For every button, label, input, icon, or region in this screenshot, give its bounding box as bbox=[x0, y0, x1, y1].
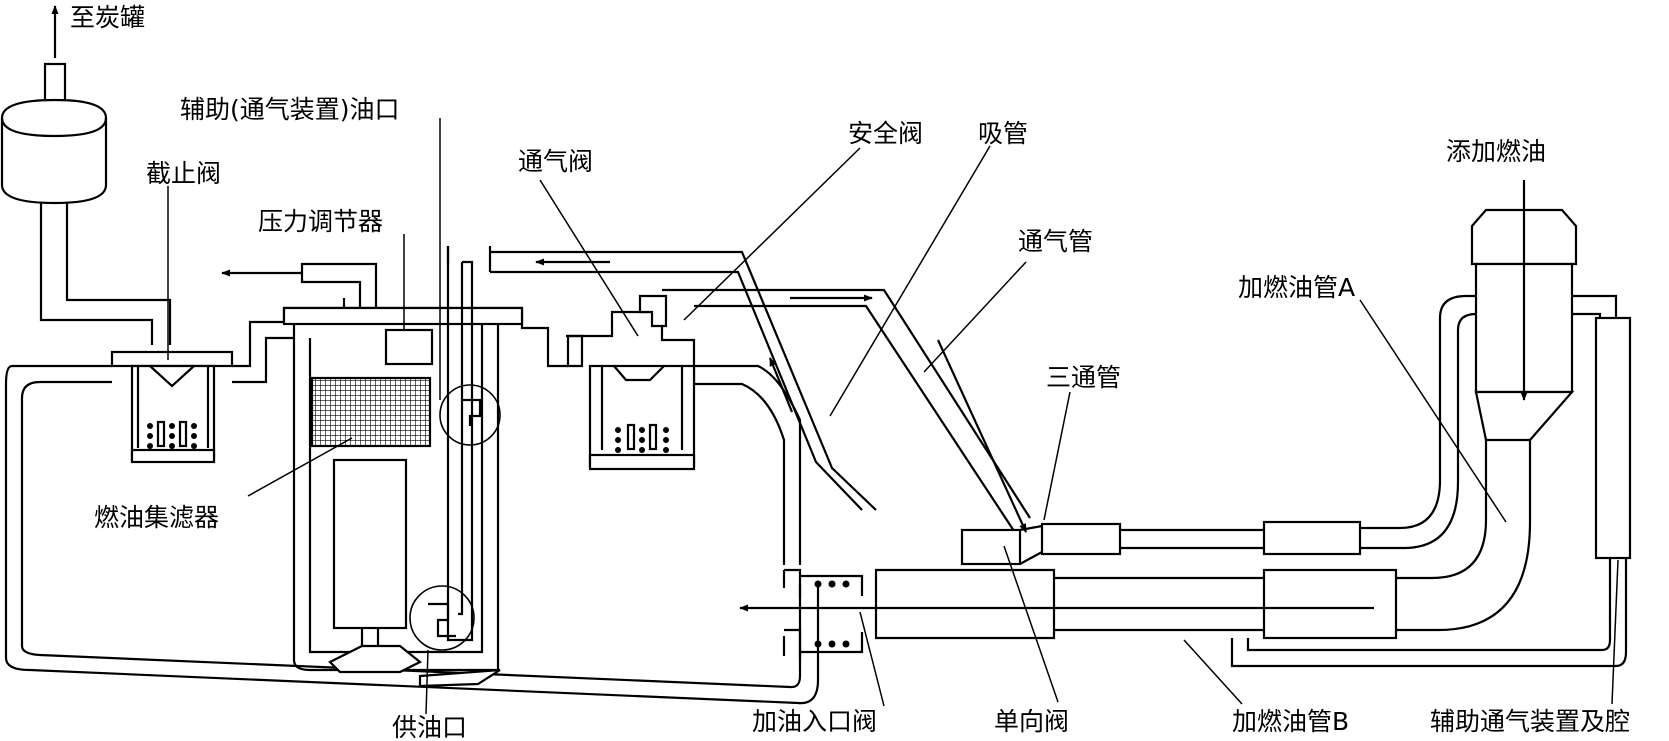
label-cutoff-valve: 截止阀 bbox=[146, 159, 221, 188]
aux-port-circle bbox=[439, 384, 501, 446]
label-vent-pipe: 通气管 bbox=[1018, 227, 1093, 256]
label-filler-inlet-valve: 加油入口阀 bbox=[752, 707, 877, 736]
label-add-fuel: 添加燃油 bbox=[1446, 137, 1546, 166]
aux-vent-chamber bbox=[1594, 316, 1632, 560]
label-aux-vent-port: 辅助(通气装置)油口 bbox=[180, 95, 400, 124]
fuel-strainer-mesh bbox=[310, 376, 432, 448]
check-valve-body bbox=[960, 528, 1022, 566]
label-safety-valve: 安全阀 bbox=[848, 119, 923, 148]
vent-valve bbox=[566, 294, 696, 471]
canister-line bbox=[0, 5, 172, 345]
leader-lines bbox=[167, 118, 1619, 715]
label-suction-pipe: 吸管 bbox=[978, 119, 1028, 148]
labels: 至炭罐 辅助(通气装置)油口 截止阀 压力调节器 通气阀 安全阀 吸管 通气管 … bbox=[70, 3, 1630, 741]
label-vent-valve: 通气阀 bbox=[518, 147, 593, 176]
fuel-tank bbox=[4, 306, 820, 705]
tee-pipe-body bbox=[1040, 522, 1122, 556]
label-tee-pipe: 三通管 bbox=[1046, 363, 1121, 392]
cutoff-valve bbox=[110, 350, 234, 464]
label-fuel-strainer: 燃油集滤器 bbox=[94, 503, 219, 532]
fuel-pump-body bbox=[332, 458, 408, 630]
label-aux-vent-device: 辅助通气装置及腔 bbox=[1430, 707, 1630, 736]
fuel-pump-module bbox=[221, 246, 524, 688]
label-supply-port: 供油口 bbox=[392, 713, 467, 741]
label-to-canister: 至炭罐 bbox=[70, 3, 145, 32]
pressure-regulator-box bbox=[384, 328, 434, 366]
filler-neck bbox=[1470, 180, 1578, 442]
label-check-valve: 单向阀 bbox=[994, 707, 1069, 736]
label-pressure-regulator: 压力调节器 bbox=[258, 207, 383, 236]
canister-outlet-stub bbox=[43, 62, 67, 104]
vent-flow-arrow-down bbox=[937, 339, 1027, 533]
suction-flow-arrow-up bbox=[768, 357, 794, 413]
label-filler-pipe-b: 加燃油管B bbox=[1232, 707, 1349, 736]
supply-port-circle bbox=[409, 585, 475, 651]
filler-inlet-valve-spring bbox=[782, 568, 864, 660]
charcoal-canister bbox=[0, 98, 108, 205]
vent-pipe bbox=[662, 288, 1031, 535]
module-vent-line bbox=[446, 246, 877, 511]
label-filler-pipe-a: 加燃油管A bbox=[1238, 273, 1355, 302]
